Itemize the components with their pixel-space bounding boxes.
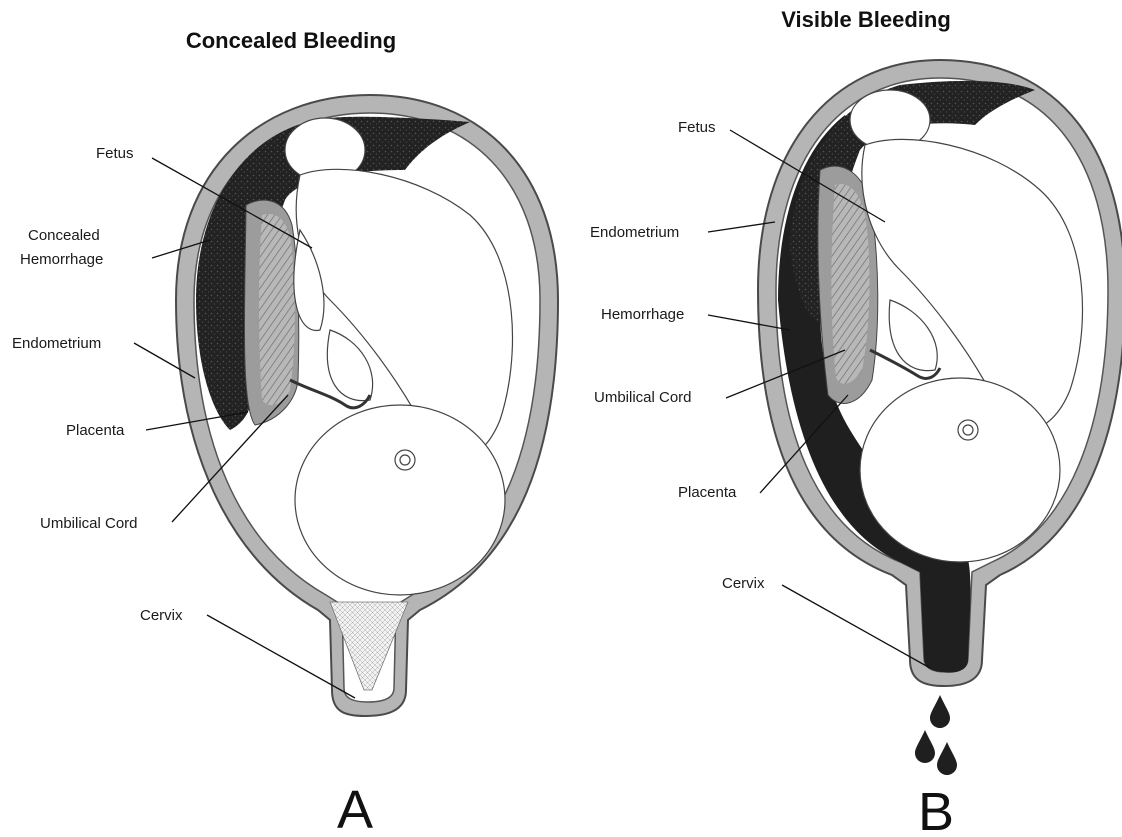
- blood-drop-icon: [937, 742, 957, 775]
- label-hemorrhage-a: Hemorrhage: [20, 251, 103, 268]
- label-cervix-a: Cervix: [140, 607, 183, 624]
- panel-a-letter: A: [337, 780, 373, 837]
- label-fetus-a: Fetus: [96, 145, 134, 162]
- label-hemorrhage-b: Hemorrhage: [601, 306, 684, 323]
- label-placenta-a: Placenta: [66, 422, 125, 439]
- label-endometrium-b: Endometrium: [590, 224, 679, 241]
- label-fetus-b: Fetus: [678, 119, 716, 136]
- blood-drop-icon: [915, 730, 935, 763]
- label-cervix-b: Cervix: [722, 575, 765, 592]
- panel-a-title: Concealed Bleeding: [186, 28, 396, 53]
- panel-b-letter: B: [918, 782, 954, 837]
- blood-drops: [915, 695, 957, 775]
- panel-b-title: Visible Bleeding: [781, 7, 951, 32]
- label-endometrium-a: Endometrium: [12, 335, 101, 352]
- placenta-vessels-a: [259, 214, 295, 405]
- panel-b: Visible Bleeding: [590, 7, 1122, 837]
- label-placenta-b: Placenta: [678, 484, 737, 501]
- panel-a: Concealed Bleeding Fetus: [12, 28, 558, 837]
- label-concealed-a: Concealed: [28, 227, 100, 244]
- label-cord-b: Umbilical Cord: [594, 389, 692, 406]
- label-cord-a: Umbilical Cord: [40, 515, 138, 532]
- blood-drop-icon: [930, 695, 950, 728]
